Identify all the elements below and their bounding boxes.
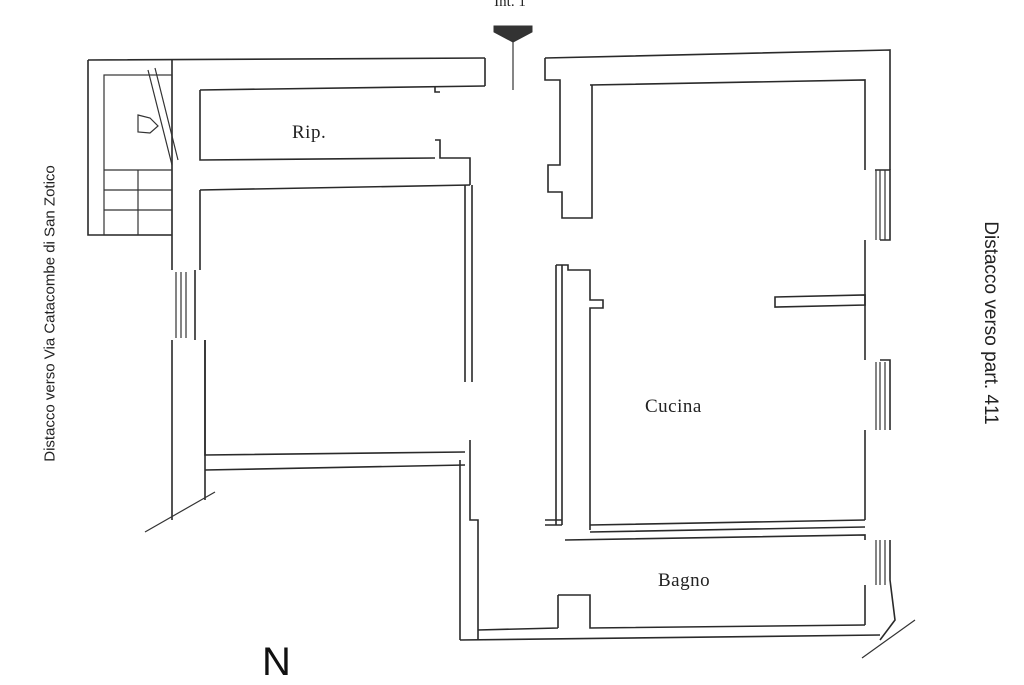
room-label-cucina: Cucina (645, 396, 702, 417)
bagno-walls (477, 534, 866, 631)
window-right-lower (875, 540, 886, 585)
outer-walls (87, 49, 896, 641)
corridor-walls (469, 58, 593, 640)
room-label-bagno: Bagno (658, 570, 711, 591)
cucina-walls (556, 79, 866, 533)
rip-room-walls (199, 85, 486, 191)
window-left (175, 272, 187, 338)
right-side-label: Distacco verso part. 411 (980, 221, 1001, 425)
window-right-middle (875, 362, 886, 430)
stairs (103, 67, 179, 236)
entrance-arrow-icon (493, 25, 533, 90)
entrance-label: Int. 1 (494, 0, 526, 10)
room-label-rip: Rip. (292, 122, 327, 143)
left-room-walls (199, 185, 473, 471)
window-right-upper (875, 170, 886, 240)
north-indicator: N (262, 640, 291, 684)
break-lines (144, 491, 916, 659)
left-side-label: Distacco verso Via Catacombe di San Zoti… (41, 165, 59, 462)
